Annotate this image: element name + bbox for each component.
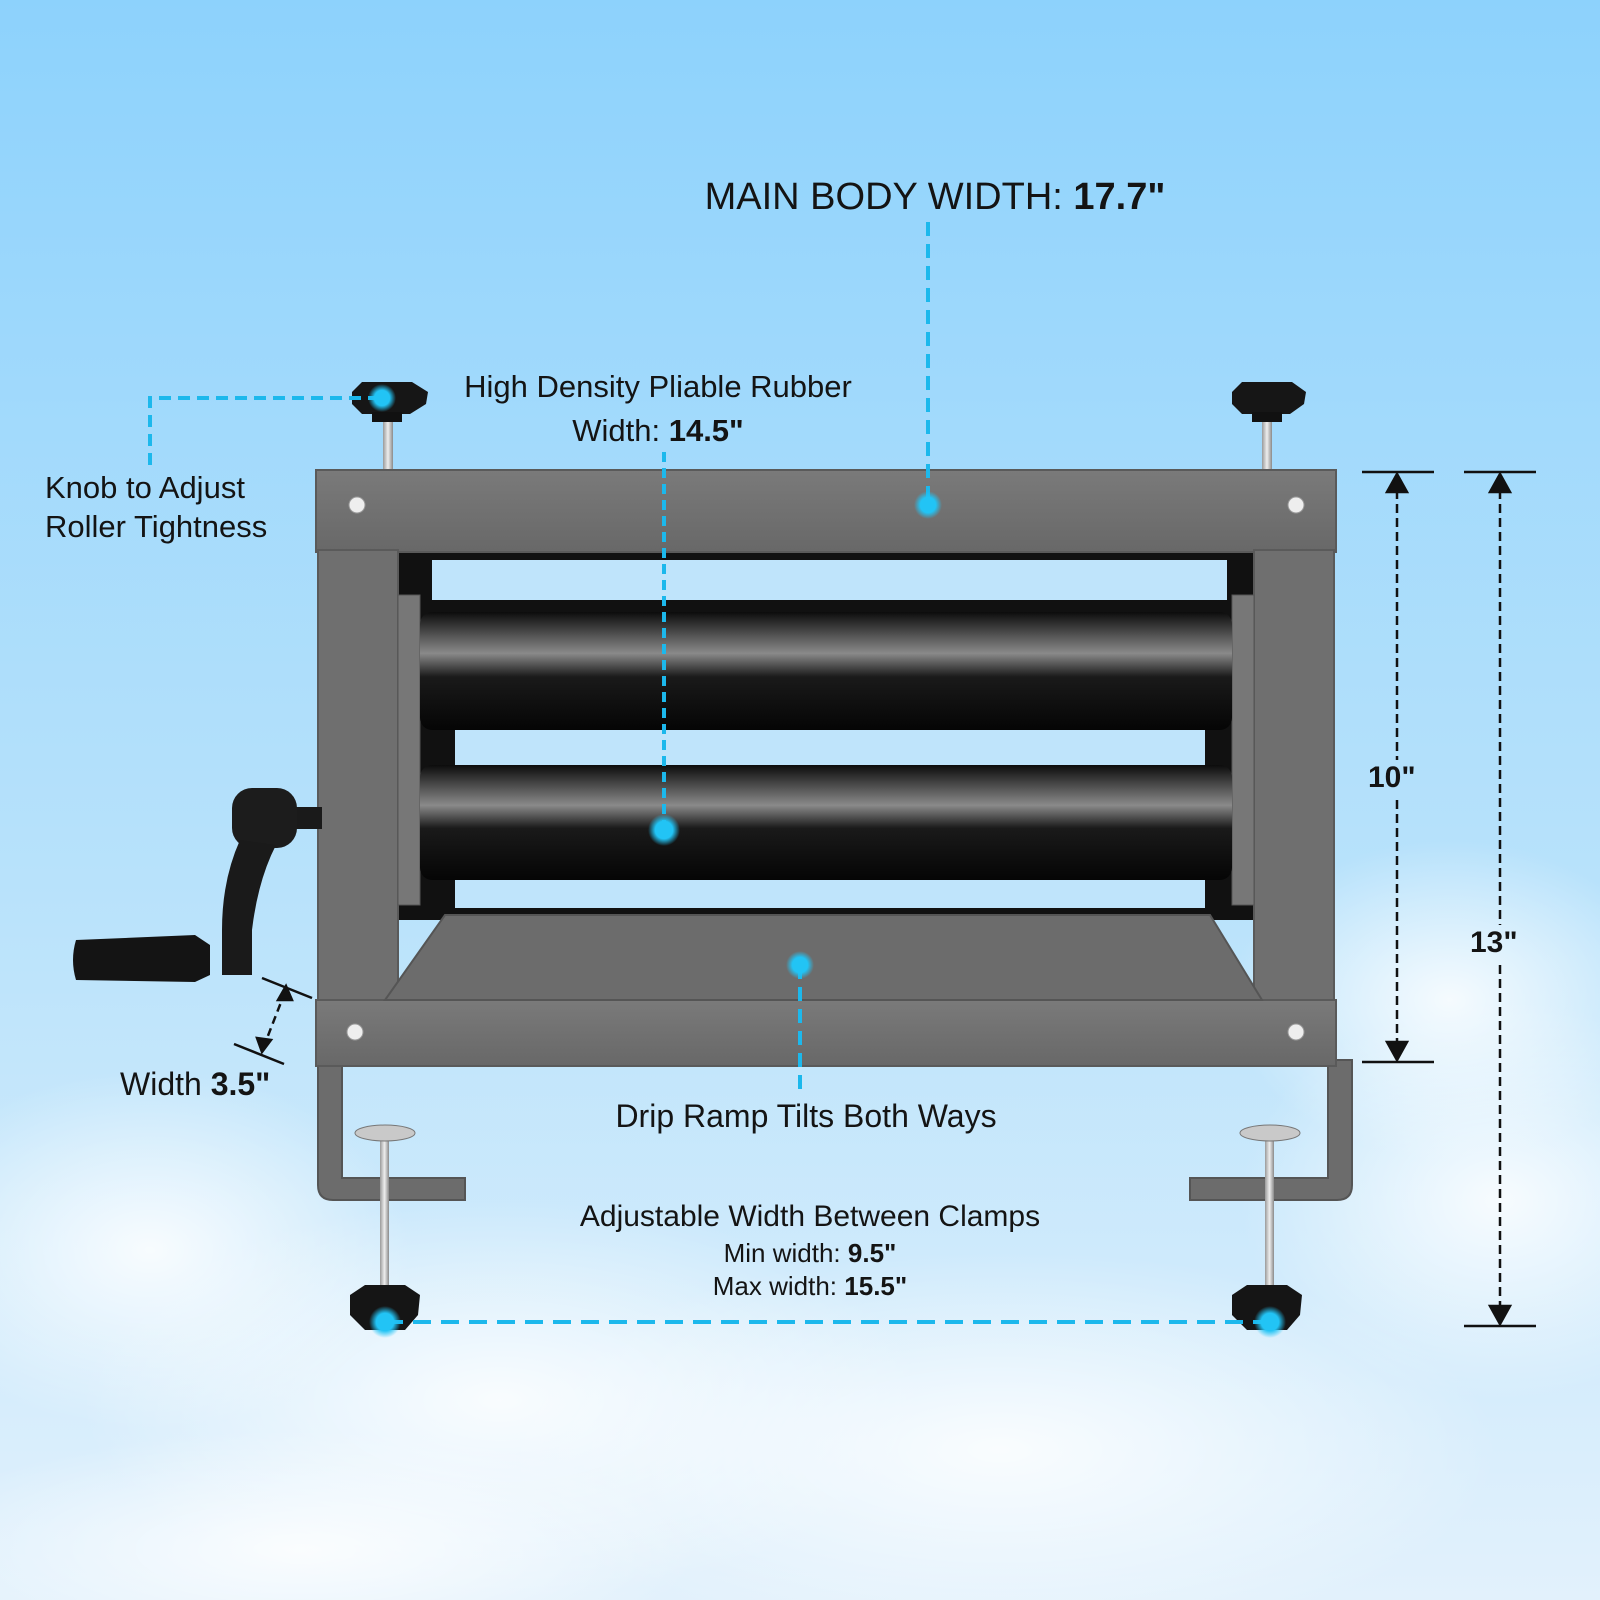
screw-icon bbox=[346, 1023, 364, 1041]
tension-knob-right[interactable] bbox=[1232, 382, 1306, 470]
height-dimension-body bbox=[1362, 470, 1434, 1064]
rubber-label: High Density Pliable Rubber Width: 14.5" bbox=[464, 365, 852, 453]
crank-handle[interactable] bbox=[73, 788, 322, 982]
height-total-label: 13" bbox=[1470, 926, 1518, 959]
knob-label: Knob to Adjust Roller Tightness bbox=[45, 468, 267, 546]
clamp-width-heading: Adjustable Width Between Clamps bbox=[579, 1200, 1041, 1233]
clamp-max-value: 15.5" bbox=[844, 1271, 908, 1301]
clamp-min-prefix: Min width: bbox=[723, 1238, 841, 1268]
rubber-width-value: 14.5" bbox=[668, 413, 744, 448]
table-clamp-left bbox=[317, 1059, 466, 1330]
lower-roller bbox=[420, 765, 1232, 880]
clamp-width-label: Adjustable Width Between Clamps Min widt… bbox=[580, 1200, 1040, 1303]
height-body-label: 10" bbox=[1368, 761, 1416, 794]
drip-ramp-label: Drip Ramp Tilts Both Ways bbox=[615, 1098, 997, 1134]
depth-label: Width 3.5" bbox=[120, 1066, 270, 1103]
callout-dot-icon bbox=[786, 951, 814, 979]
screw-icon bbox=[1287, 496, 1305, 514]
clamp-max-prefix: Max width: bbox=[712, 1271, 838, 1301]
callout-lines bbox=[148, 222, 1270, 1324]
clamp-min-value: 9.5" bbox=[847, 1238, 897, 1268]
drip-ramp[interactable] bbox=[383, 914, 1264, 1001]
callout-dot-icon bbox=[369, 1306, 401, 1338]
rubber-caption: High Density Pliable Rubber bbox=[464, 369, 852, 404]
upper-roller bbox=[420, 612, 1232, 730]
callout-dot-icon bbox=[914, 491, 942, 519]
height-dimension-total bbox=[1464, 470, 1536, 1328]
callout-dots bbox=[368, 384, 1286, 1338]
callout-dot-icon bbox=[648, 814, 680, 846]
depth-dimension bbox=[233, 976, 313, 1066]
knob-caption-line2: Roller Tightness bbox=[45, 509, 268, 544]
main-body-width-label: MAIN BODY WIDTH: 17.7" bbox=[705, 176, 1166, 219]
knob-caption-line1: Knob to Adjust bbox=[45, 470, 245, 505]
callout-dot-icon bbox=[368, 384, 396, 412]
callout-dot-icon bbox=[1254, 1306, 1286, 1338]
screw-icon bbox=[348, 496, 366, 514]
screw-icon bbox=[1287, 1023, 1305, 1041]
main-body-width-value: 17.7" bbox=[1073, 176, 1166, 218]
rubber-width-prefix: Width: bbox=[572, 413, 661, 448]
depth-value: 3.5" bbox=[210, 1066, 271, 1102]
depth-prefix: Width bbox=[120, 1066, 202, 1102]
main-body-width-caption: MAIN BODY WIDTH: bbox=[704, 176, 1063, 218]
